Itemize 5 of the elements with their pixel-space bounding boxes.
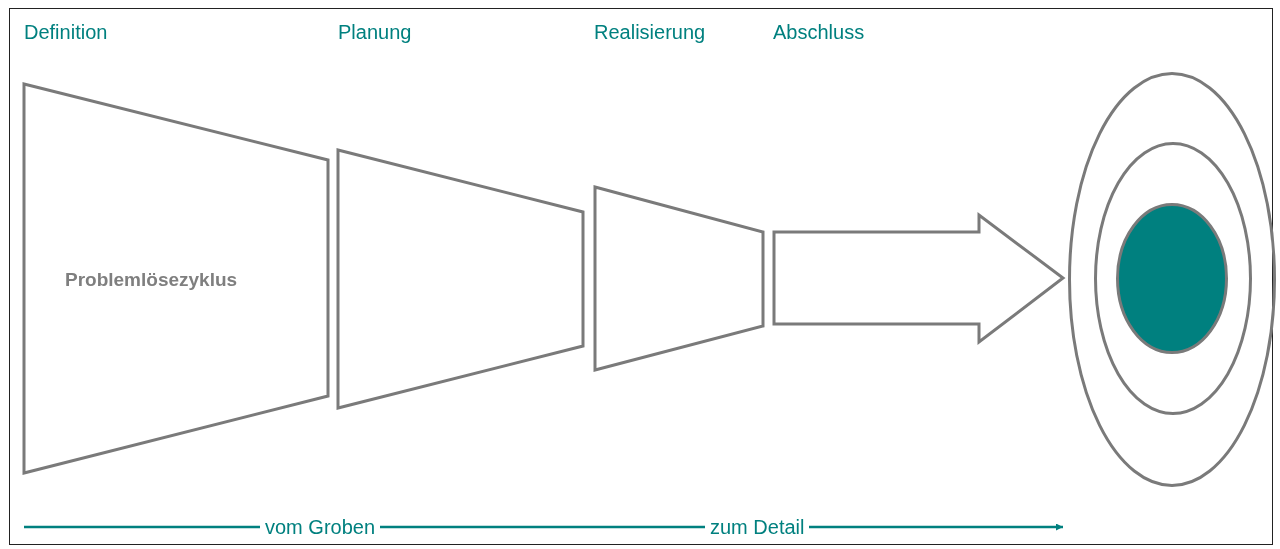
phase-heading: Definition — [24, 20, 108, 44]
cycle-label: Problemlösezyklus — [65, 268, 238, 292]
phase-heading: Planung — [338, 20, 412, 44]
phase-heading: Realisierung — [594, 20, 706, 44]
phase-heading: Abschluss — [773, 20, 865, 44]
